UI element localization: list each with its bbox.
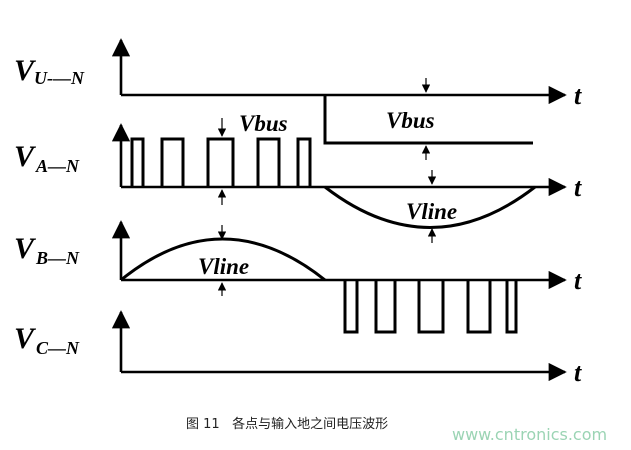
label-vc-n: V C—N: [14, 322, 80, 358]
t-label-vu-n: t: [574, 81, 582, 110]
label-vb-n-sub: B—N: [35, 248, 80, 268]
label-vb-n: V B—N: [14, 232, 80, 268]
label-vu-n: V U-—N: [14, 54, 85, 88]
dimension-vline-a: Vline: [406, 170, 457, 243]
label-va-n-sub: A—N: [35, 156, 80, 176]
waveform-vu-n: [323, 95, 533, 145]
label-vb-n-main: V: [14, 232, 37, 265]
dimension-vline-b: Vline: [198, 225, 249, 296]
waveform-vb-n-pulses: [343, 280, 518, 334]
waveform-va-n-pulses: [130, 137, 312, 187]
label-vc-n-sub: C—N: [36, 338, 80, 358]
dimension-vbus-a: Vbus: [217, 111, 288, 205]
label-vbus-u: Vbus: [386, 108, 435, 133]
axes-va-n: [111, 123, 567, 197]
label-vline-a: Vline: [406, 199, 457, 224]
label-vu-n-sub: U-—N: [34, 68, 85, 88]
watermark: www.cntronics.com: [452, 425, 607, 444]
axes-vb-n: [111, 220, 567, 290]
dimension-vbus-u: Vbus: [386, 78, 435, 160]
t-label-vb-n: t: [574, 266, 582, 295]
waveform-va-n-vline: [324, 185, 536, 229]
label-vu-n-main: V: [14, 54, 37, 87]
axes-vc-n: [111, 310, 567, 382]
label-vbus-a: Vbus: [239, 111, 288, 136]
label-va-n: V A—N: [14, 140, 80, 176]
t-label-va-n: t: [574, 173, 582, 202]
label-va-n-main: V: [14, 140, 37, 173]
figure-caption: 图 11 各点与输入地之间电压波形: [186, 416, 388, 432]
t-label-vc-n: t: [574, 358, 582, 387]
axes-vu-n: [111, 38, 567, 105]
label-vline-b: Vline: [198, 254, 249, 279]
label-vc-n-main: V: [14, 322, 37, 355]
